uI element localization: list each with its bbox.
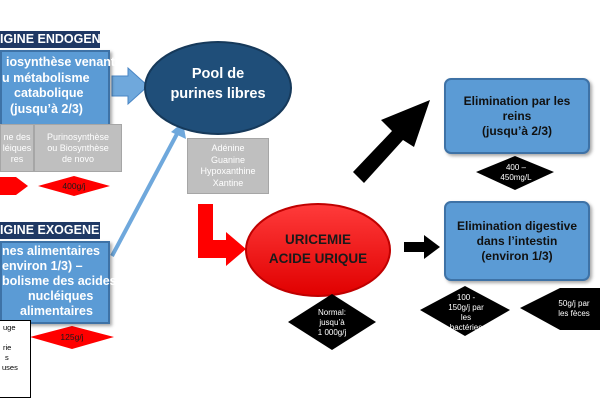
- endogene-sub-right-line: Purinosynthèse: [46, 131, 110, 142]
- pool-bases-box: Adénine Guanine Hypoxanthine Xantine: [187, 138, 269, 194]
- endogene-sub-left-line: léiques: [2, 142, 32, 153]
- pool-title-line: Pool de: [191, 66, 245, 82]
- diamond-digestive-right: [520, 288, 600, 330]
- endogene-sub-left-line: ne des: [3, 131, 31, 142]
- endogene-sub-right: Purinosynthèse ou Biosynthèse de novo: [34, 124, 122, 172]
- exogene-line: nucléiques: [28, 289, 94, 303]
- endogene-line: (jusqu’à 2/3): [10, 101, 83, 116]
- exogene-line: environ 1/3) –: [2, 259, 83, 273]
- elim-digestive-left-line: 150g/j par: [448, 303, 484, 312]
- legend-item: rie: [3, 343, 12, 352]
- arrow-endogene-to-pool: [111, 66, 149, 106]
- endogene-header: IGINE ENDOGENE: [0, 31, 100, 48]
- elim-digestive-right-line: 50g/j par: [558, 299, 590, 308]
- endogene-lines: iosynthèse venant u métabolisme cataboli…: [2, 55, 116, 117]
- exogene-box: nes alimentaires environ 1/3) – bolisme …: [0, 241, 117, 324]
- diamond-endogene-left: [0, 177, 28, 195]
- endogene-sub-left-line: res: [10, 153, 24, 164]
- diamond-uricemie-normal: [288, 294, 376, 350]
- pool-ellipse: [144, 41, 292, 135]
- elim-digestive-left-line: 100 -: [456, 293, 476, 302]
- endogene-sub-right-line: de novo: [61, 153, 95, 164]
- elim-digestive-box: Elimination digestive dans l’intestin (e…: [444, 201, 590, 281]
- endogene-line: catabolique: [14, 86, 84, 100]
- elim-digestive-left-line: bactéries: [449, 323, 483, 332]
- elim-digestive-line: Elimination digestive: [456, 218, 578, 233]
- pool-title: Pool de purines libres: [160, 64, 276, 108]
- exogene-legend: uge rie s uses: [0, 320, 31, 398]
- exogene-125-label: 125g/j: [50, 331, 94, 343]
- elim-reins-box: Elimination par les reins (jusqu’à 2/3): [444, 78, 590, 154]
- pool-base: Xantine: [212, 177, 244, 188]
- elim-reins-line: Elimination par les: [463, 93, 571, 108]
- uricemie-normal-line: 1 000g/j: [317, 328, 347, 337]
- diamond-digestive-left: [420, 286, 510, 336]
- endogene-line: iosynthèse venant: [6, 55, 116, 69]
- endogene-header-text: IGINE ENDOGENE: [0, 32, 100, 46]
- uricemie-title: URICEMIE ACIDE URIQUE: [250, 230, 386, 270]
- arrow-exogene-to-pool: [110, 131, 180, 257]
- endogene-box: iosynthèse venant u métabolisme cataboli…: [0, 50, 116, 131]
- exogene-header-text: IGINE EXOGENE: [0, 223, 100, 237]
- uricemie-line: ACIDE URIQUE: [268, 251, 368, 266]
- elim-digestive-right-value: 50g/j par les fèces: [550, 298, 598, 320]
- diamond-exogene-125: [30, 326, 114, 349]
- uricemie-normal-line: Normal:: [317, 308, 346, 317]
- diamond-endogene-400: [38, 176, 110, 196]
- uricemie-line: URICEMIE: [284, 232, 351, 247]
- endogene-400-value: 400g/j: [62, 181, 86, 191]
- exogene-lines: nes alimentaires environ 1/3) – bolisme …: [2, 244, 117, 319]
- arrow-pool-to-uricemie: [198, 204, 246, 266]
- endogene-sub-left: ne des léiques res: [0, 124, 34, 172]
- elim-reins-value-line: 400 –: [505, 163, 527, 172]
- elim-digestive-line: (environ 1/3): [481, 248, 553, 263]
- elim-digestive-line: dans l’intestin: [476, 233, 558, 248]
- legend-item: uge: [3, 323, 16, 332]
- endogene-400-label: 400g/j: [50, 180, 98, 192]
- uricemie-ellipse: [245, 203, 391, 297]
- elim-reins-line: reins: [502, 108, 532, 123]
- elim-reins-value: 400 – 450mg/L: [490, 162, 542, 184]
- endogene-line: u métabolisme: [2, 70, 90, 85]
- arrow-uricemie-to-digestive: [404, 235, 440, 259]
- elim-reins-value-line: 450mg/L: [500, 173, 532, 182]
- arrow-uricemie-to-reins: [353, 100, 430, 183]
- legend-item: s: [5, 353, 9, 362]
- uricemie-normal-label: Normal: jusqu’à 1 000g/j: [306, 306, 358, 340]
- elim-digestive-right-line: les fèces: [558, 309, 590, 318]
- exogene-line: alimentaires: [20, 304, 93, 318]
- pool-base: Guanine: [210, 154, 246, 165]
- exogene-125-value: 125g/j: [60, 332, 84, 342]
- exogene-line: bolisme des acides: [2, 274, 117, 288]
- elim-reins-line: (jusqu’à 2/3): [481, 123, 552, 138]
- diamond-reins-value: [476, 156, 554, 190]
- elim-digestive-left-value: 100 - 150g/j par les bactéries: [440, 292, 492, 334]
- elim-digestive-left-line: les: [460, 313, 472, 322]
- pool-base: Hypoxanthine: [200, 166, 256, 176]
- exogene-header: IGINE EXOGENE: [0, 222, 100, 239]
- pool-title-line: purines libres: [170, 86, 266, 102]
- legend-item: uses: [2, 363, 18, 372]
- pool-base: Adénine: [211, 143, 245, 153]
- exogene-line: nes alimentaires: [2, 244, 100, 258]
- uricemie-normal-line: jusqu’à: [319, 318, 345, 327]
- endogene-sub-right-line: ou Biosynthèse: [47, 142, 109, 153]
